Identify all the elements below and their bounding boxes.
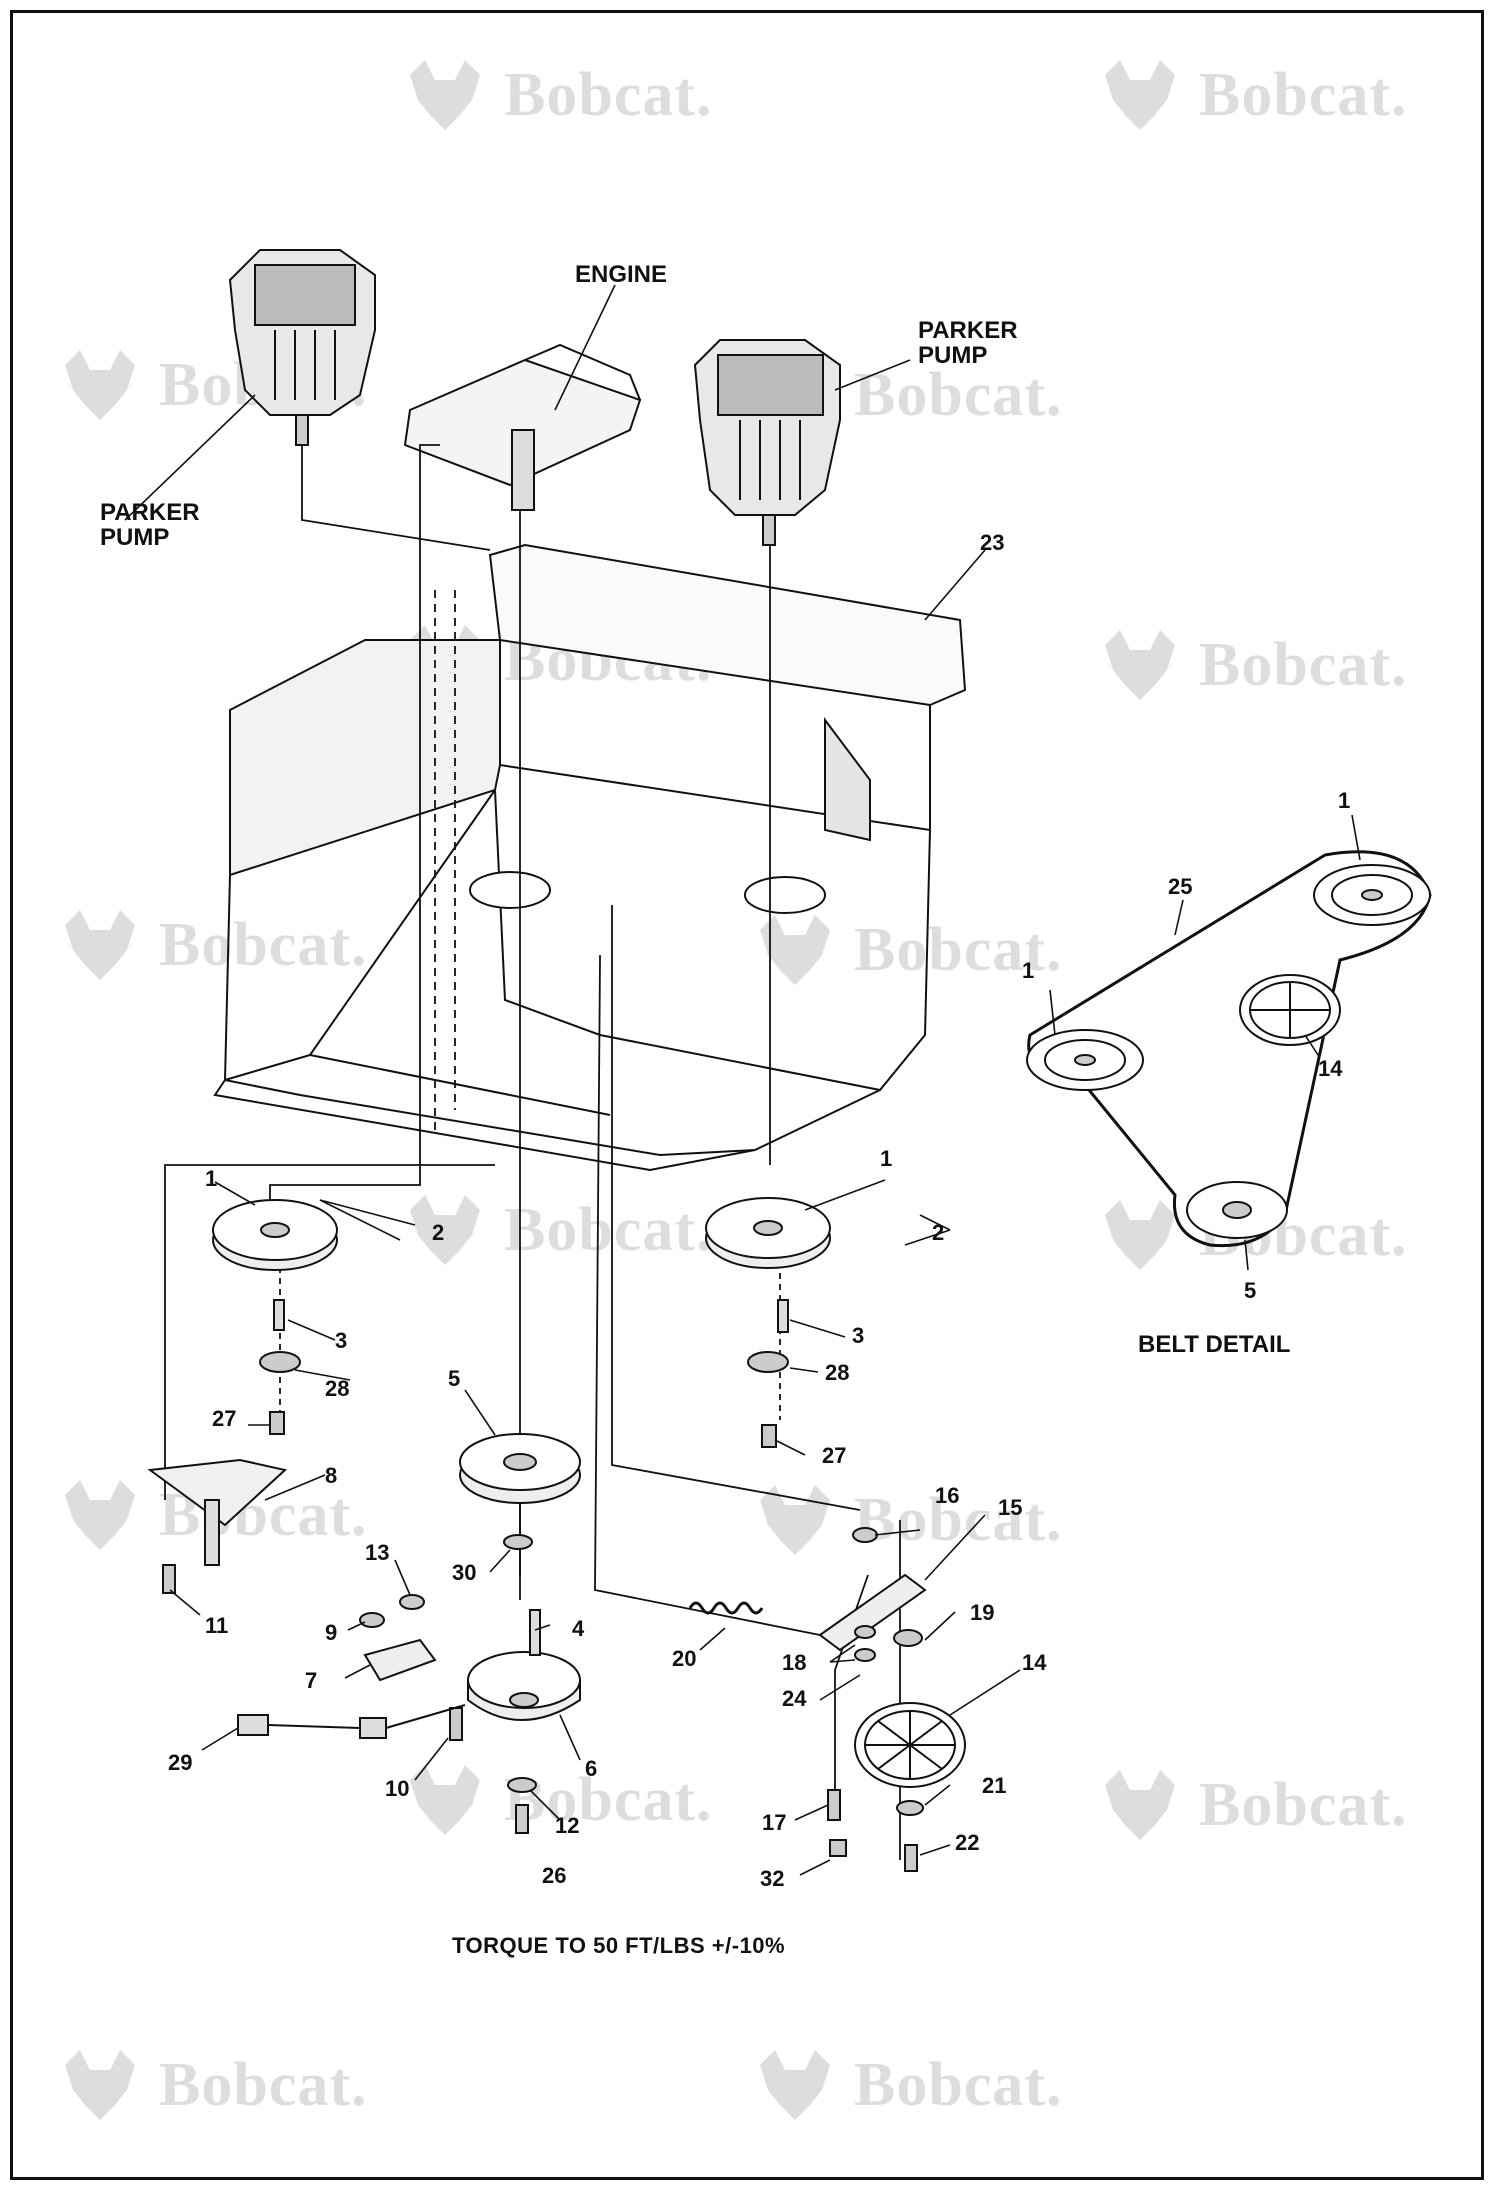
part-number: 8 [325,1463,338,1488]
part-number: 27 [212,1406,237,1431]
part-number: 27 [822,1443,847,1468]
part-number: 5 [448,1366,461,1391]
part-number: 1 [205,1166,218,1191]
belt-detail-label: BELT DETAIL [1138,1331,1291,1358]
bracket-7 [359,1594,463,1741]
part-number: 5 [1244,1278,1257,1303]
part-number: 2 [932,1220,945,1245]
part-number: 13 [365,1540,390,1565]
part-number: 3 [852,1323,865,1348]
part-number: 11 [205,1613,229,1638]
part-number: 3 [335,1328,348,1353]
torque-note: TORQUE TO 50 FT/LBS +/-10% [452,1933,786,1958]
parker-pump-left-label: PARKER PUMP [100,499,200,552]
pulley-center [459,1433,581,1550]
pulley-right [705,1197,831,1448]
electric-clutch [467,1609,581,1834]
parker-pump-right-label: PARKER PUMP [918,317,1018,370]
parker-pump-left [228,249,376,446]
spring-20 [688,1601,764,1615]
part-number: 26 [542,1863,567,1888]
part-number: 32 [760,1866,785,1891]
parker-pump-right [693,339,841,546]
part-number: 1 [1338,788,1351,813]
part-number: 12 [555,1813,580,1838]
part-number: 1 [880,1146,893,1171]
part-number: 24 [782,1686,807,1711]
part-number: 30 [452,1560,477,1585]
page-border [10,10,1484,2180]
part-number: 18 [782,1650,807,1675]
wire-harness-29 [237,1704,466,1739]
pulley-left [212,1199,338,1435]
part-number: 29 [168,1750,193,1775]
part-number: 28 [825,1360,850,1385]
part-number: 6 [585,1756,598,1781]
idler-bracket-15 [818,1527,927,1857]
part-number: 17 [762,1810,787,1835]
main-frame-chassis [213,543,967,1172]
part-number: 25 [1168,874,1193,899]
part-number: 19 [970,1600,995,1625]
leader-lines [124,284,1361,1876]
part-number: 9 [325,1620,338,1645]
part-number: 2 [432,1220,445,1245]
bracket-8 [147,1458,288,1594]
belt-detail-drawing [1026,850,1432,1248]
engine-mount-plate [403,343,642,511]
part-number: 28 [325,1376,350,1401]
part-number: 14 [1318,1056,1343,1081]
part-number: 20 [672,1646,697,1671]
part-number: 1 [1022,958,1035,983]
part-number: 7 [305,1668,318,1693]
part-number: 23 [980,530,1005,555]
part-number: 4 [572,1616,585,1641]
part-number: 10 [385,1776,410,1801]
part-number: 14 [1022,1650,1047,1675]
part-number: 21 [982,1773,1007,1798]
idler-pulley-14 [854,1702,966,1872]
part-number: 22 [955,1830,980,1855]
engine-label: ENGINE [575,261,668,288]
part-number: 16 [935,1483,960,1508]
part-number: 15 [998,1495,1023,1520]
